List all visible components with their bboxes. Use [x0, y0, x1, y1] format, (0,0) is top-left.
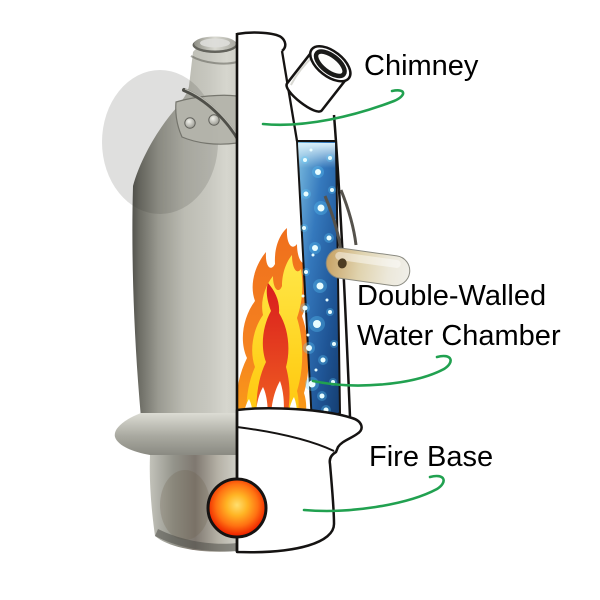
water-bubbles — [300, 148, 338, 415]
kettle-lid-cap — [192, 36, 238, 53]
fire-base-outline — [235, 407, 363, 554]
rivet — [184, 117, 196, 129]
inner-chimney-wall — [280, 50, 299, 142]
label-water-chamber-line1: Double-Walled — [357, 280, 547, 312]
rivet — [208, 114, 220, 126]
label-chimney: Chimney — [364, 50, 479, 82]
grip-hole — [337, 258, 347, 269]
wooden-grip — [325, 247, 411, 287]
chimney-spout — [285, 44, 352, 113]
fire-base-arrow — [302, 474, 445, 513]
bail-handle — [323, 189, 411, 287]
handle-wire — [339, 189, 358, 246]
handle-wire — [323, 195, 343, 253]
label-fire-base: Fire Base — [369, 441, 494, 473]
label-water-chamber: Double-Walled Water Chamber — [357, 276, 561, 356]
fire-glow-hole — [206, 477, 268, 539]
chimney-arrow — [261, 89, 405, 127]
label-water-chamber-line2: Water Chamber — [357, 320, 561, 352]
water-chamber-arrow — [311, 354, 452, 387]
water-chamber — [295, 140, 342, 426]
annotation-arrows — [261, 89, 452, 513]
